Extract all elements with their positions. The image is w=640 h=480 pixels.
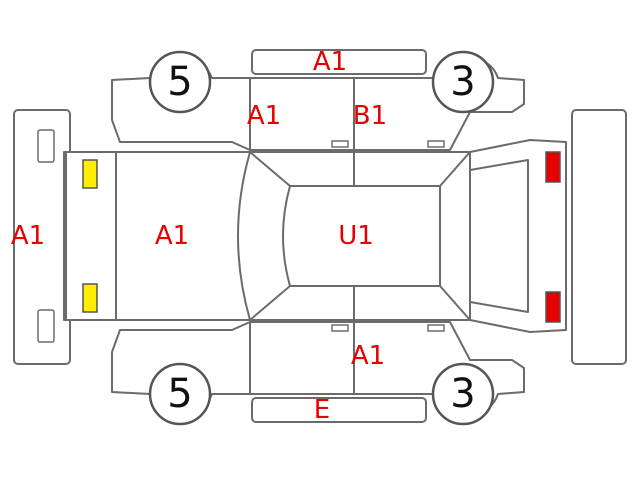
code-front-bumper: A1	[11, 221, 45, 251]
code-top-right-panel: B1	[353, 101, 387, 131]
wheel-front-top-label: 5	[167, 59, 192, 105]
wheel-front-top: 5	[148, 50, 212, 114]
wheel-rear-top-label: 3	[450, 59, 475, 105]
code-roof: U1	[338, 221, 374, 251]
code-top-roof-rail: A1	[313, 47, 347, 77]
wheel-rear-top: 3	[431, 50, 495, 114]
code-top-left-panel: A1	[247, 101, 281, 131]
front-right-headlight	[82, 283, 98, 313]
rear-left-taillight	[545, 151, 561, 183]
car-body	[63, 57, 567, 415]
wheel-front-bottom-label: 5	[167, 371, 192, 417]
wheel-rear-bottom-label: 3	[450, 371, 475, 417]
wheel-rear-bottom: 3	[431, 362, 495, 426]
front-left-headlight	[82, 159, 98, 189]
code-bottom-rocker: E	[314, 395, 330, 425]
rear-right-taillight	[545, 291, 561, 323]
bottom-rocker	[251, 397, 427, 423]
top-roof-rail	[251, 49, 427, 75]
code-bottom-right-panel: A1	[351, 341, 385, 371]
code-hood: A1	[155, 221, 189, 251]
wheel-front-bottom: 5	[148, 362, 212, 426]
rear-bumper	[571, 109, 627, 365]
